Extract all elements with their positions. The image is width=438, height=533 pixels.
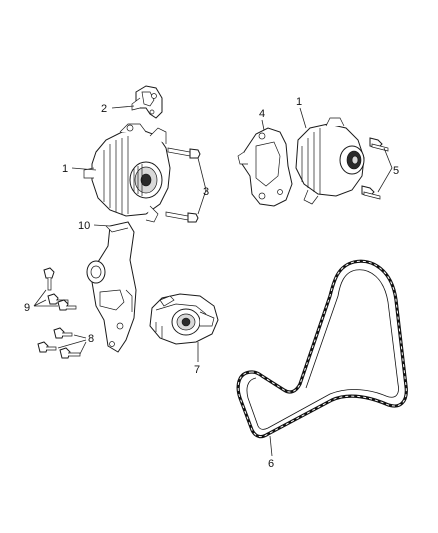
bolt-part-5-lower bbox=[361, 185, 381, 200]
bolt-part-9-c bbox=[57, 299, 77, 311]
serpentine-belt-part-6 bbox=[236, 259, 408, 439]
bolt-part-8-b bbox=[37, 341, 57, 353]
callout-2: 2 bbox=[101, 103, 107, 115]
callout-6: 6 bbox=[268, 458, 274, 470]
callout-4: 4 bbox=[259, 108, 265, 120]
bolt-part-9-a bbox=[43, 267, 55, 291]
bolt-part-3-upper bbox=[167, 147, 201, 159]
callout-3: 3 bbox=[203, 186, 209, 198]
bolt-part-3-lower bbox=[165, 211, 199, 223]
bracket-part-4 bbox=[237, 127, 293, 207]
callout-10: 10 bbox=[78, 220, 90, 232]
bolt-part-8-a bbox=[53, 327, 73, 339]
bracket-part-2 bbox=[131, 85, 163, 119]
callout-5: 5 bbox=[393, 165, 399, 177]
callout-8: 8 bbox=[88, 333, 94, 345]
alternator-right-part-1 bbox=[295, 117, 365, 205]
bolt-part-8-c bbox=[59, 347, 81, 359]
bolt-part-5-upper bbox=[369, 137, 389, 152]
callout-9: 9 bbox=[24, 302, 30, 314]
callout-1-right: 1 bbox=[296, 96, 302, 108]
alternator-left-part-1 bbox=[83, 123, 171, 223]
callout-1-left: 1 bbox=[62, 163, 68, 175]
bracket-part-10 bbox=[86, 221, 137, 353]
callout-7: 7 bbox=[194, 364, 200, 376]
tensioner-part-7 bbox=[149, 293, 219, 345]
